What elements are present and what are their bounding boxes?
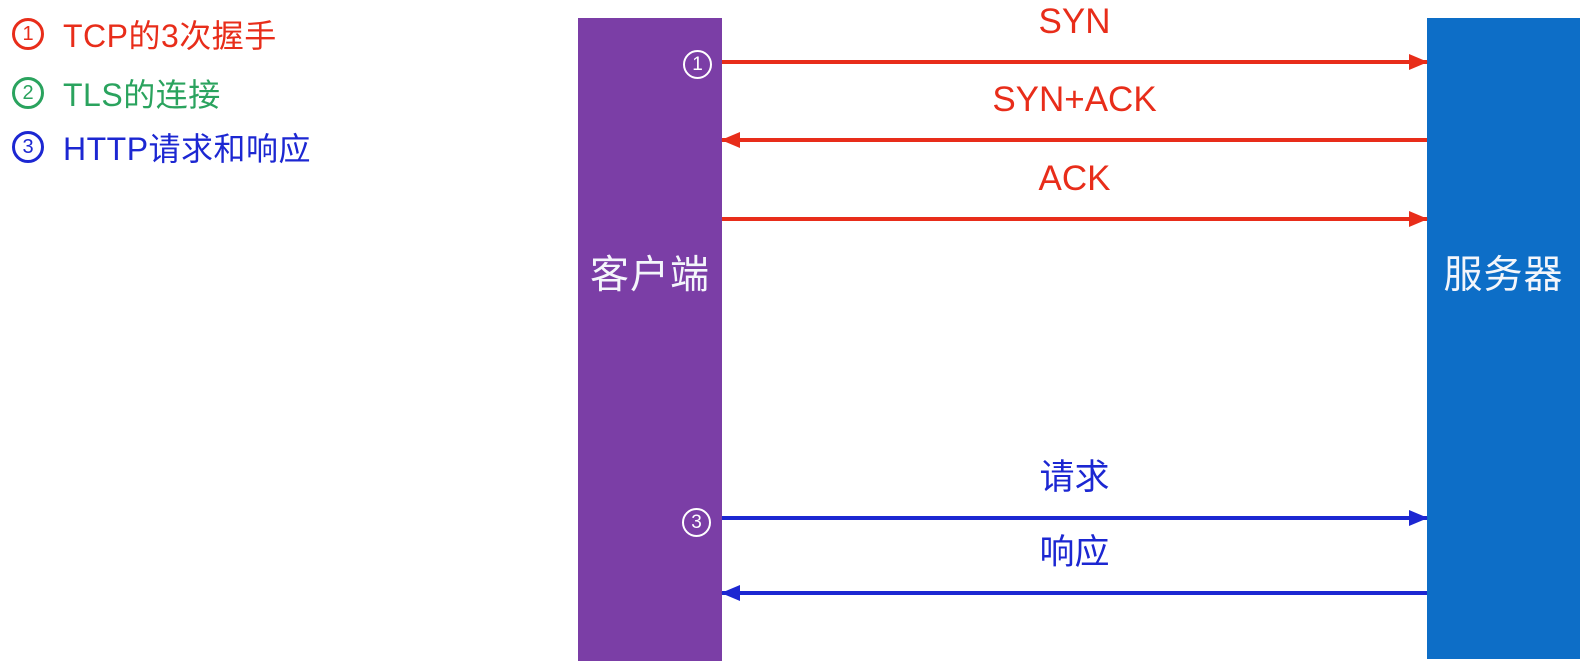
message-syn-ack-label: SYN+ACK [992,80,1157,119]
legend-item-tcp-handshake: 1 TCP的3次握手 [12,14,277,54]
message-http-response-arrow-line [722,591,1427,595]
message-syn-label: SYN [1038,2,1111,41]
message-http-request-arrow-line [722,516,1427,520]
arrow-right-icon [1409,510,1428,526]
arrow-left-icon [721,585,740,601]
message-syn-ack-arrow-line [722,138,1427,142]
circled-3-icon: 3 [12,131,44,163]
message-syn-ack: SYN+ACK [721,78,1427,148]
server-label: 服务器 [1443,254,1564,297]
server-lifeline-bar: 服务器 [1427,18,1580,659]
legend-item-http-request-response: 3 HTTP请求和响应 [12,127,311,167]
message-http-response-label: 响应 [1039,533,1110,572]
message-http-response: 响应 [721,531,1427,601]
client-label: 客户端 [589,254,710,297]
legend-item-tls-connection: 2 TLS的连接 [12,73,221,113]
message-ack: ACK [722,157,1428,227]
legend-label-tls-connection: TLS的连接 [63,77,221,113]
message-http-request-label: 请求 [1039,458,1110,497]
step-3-marker-icon: 3 [682,508,711,537]
arrow-left-icon [721,132,740,148]
message-ack-arrow-line [722,217,1427,221]
message-http-request: 请求 [722,456,1428,526]
circled-1-icon: 1 [12,18,44,50]
arrow-right-icon [1409,211,1428,227]
legend-label-http-request-response: HTTP请求和响应 [63,131,312,167]
message-syn-arrow-line [722,60,1427,64]
circled-2-icon: 2 [12,77,44,109]
step-1-marker-icon: 1 [683,50,712,79]
message-syn: SYN [722,0,1428,70]
client-lifeline-bar: 客户端 1 3 [578,18,722,661]
arrow-right-icon [1409,54,1428,70]
message-ack-label: ACK [1038,159,1111,198]
legend-label-tcp-handshake: TCP的3次握手 [63,18,277,54]
